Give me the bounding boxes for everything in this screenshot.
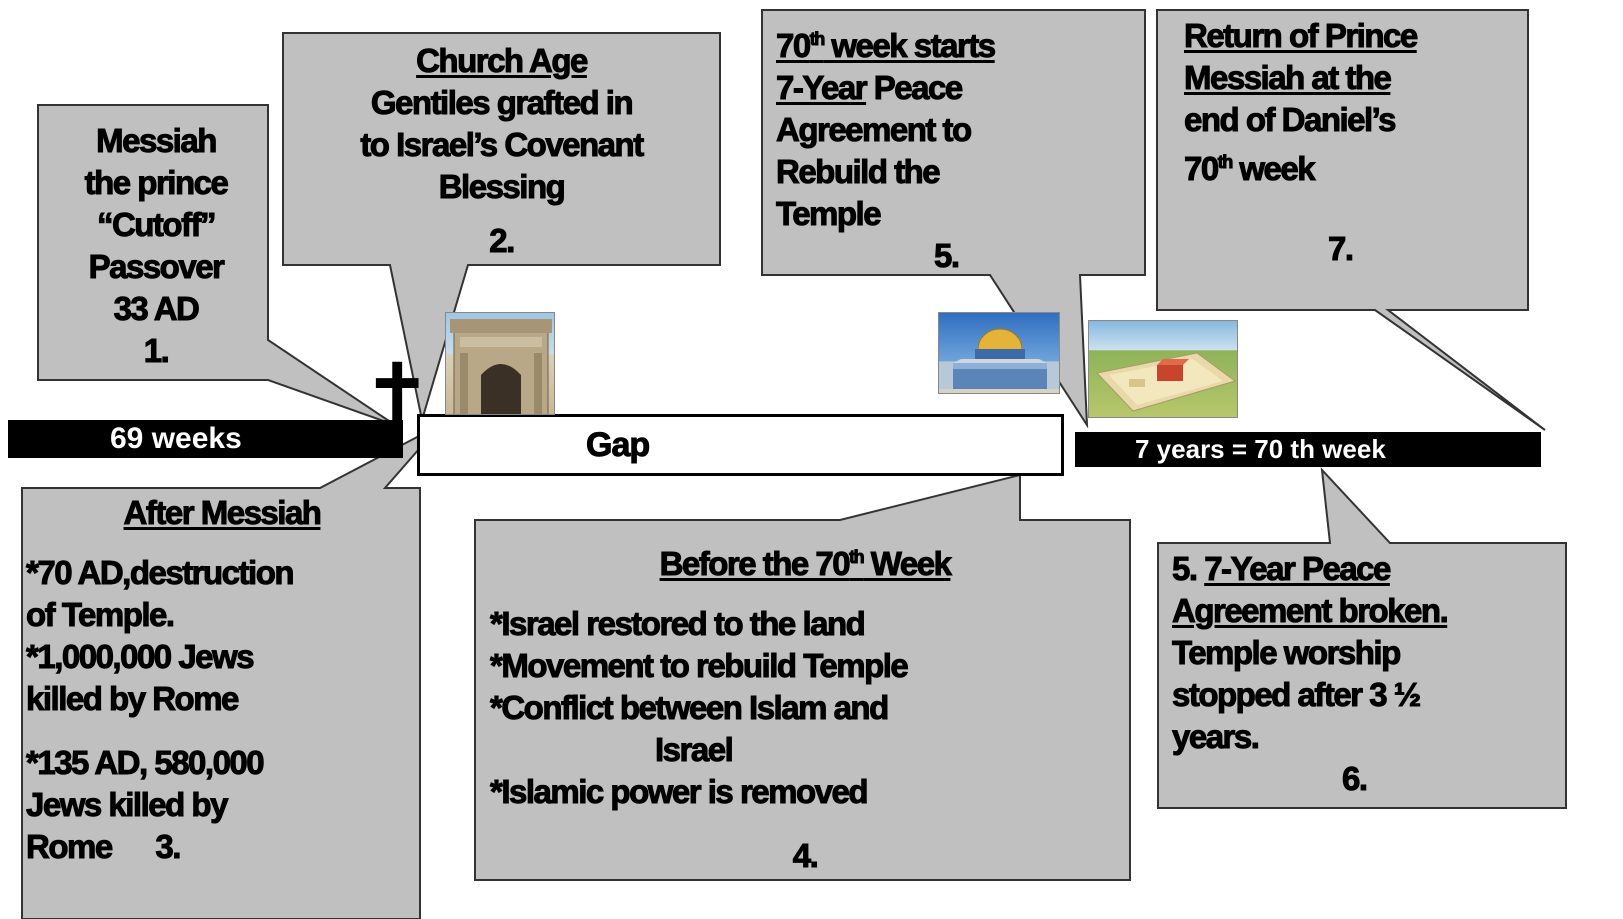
callout-1-line: the prince xyxy=(84,164,229,202)
callout-2-number: 2. xyxy=(489,222,516,260)
timeline-gap-box: Gap xyxy=(417,414,1064,476)
callout-1-number: 1. xyxy=(143,332,170,370)
callout-7-number: 7. xyxy=(1328,230,1355,268)
callout-6-shape xyxy=(1157,467,1567,809)
callout-5-title-text: 70 xyxy=(776,27,812,65)
callout-4-line: *Islamic power is removed xyxy=(490,773,870,811)
callout-3-last-line: Rome 3. xyxy=(26,826,418,868)
callout-2-title: Church Age xyxy=(416,42,589,80)
callout-6-line1: 5. 7-Year Peace xyxy=(1172,548,1562,590)
callout-3-line: killed by Rome xyxy=(26,680,240,718)
callout-1-line: 33 AD xyxy=(113,290,200,328)
temple-model-image xyxy=(1088,320,1238,418)
callout-5-title-sup: th xyxy=(809,29,826,50)
callout-4-title-sup: th xyxy=(849,547,866,568)
timeline-70th-week-bar: 7 years = 70 th week xyxy=(1075,432,1541,467)
callout-4-title: Before the 70th Week xyxy=(490,536,1120,585)
callout-6-line: stopped after 3 ½ xyxy=(1172,676,1422,714)
callout-4-line: *Movement to rebuild Temple xyxy=(490,647,910,685)
callout-1-text: Messiah the prince “Cutoff” Passover 33 … xyxy=(45,120,267,372)
callout-3-line: Jews killed by xyxy=(26,786,229,824)
callout-6-number: 6. xyxy=(1342,760,1369,798)
callout-7-underlined-line: Return of Prince xyxy=(1184,17,1419,55)
callout-1-line: Messiah xyxy=(96,122,218,160)
callout-4-line: *Israel restored to the land xyxy=(490,605,867,643)
callout-5-line: Temple xyxy=(776,195,883,233)
callout-7-shape xyxy=(1156,9,1546,431)
callout-2-line: Gentiles grafted in xyxy=(370,84,634,122)
callout-3-line: *135 AD, 580,000 xyxy=(26,744,266,782)
callout-7-text: Return of Prince Messiah at the end of D… xyxy=(1184,15,1524,270)
callout-3-line: *70 AD,destruction xyxy=(26,554,296,592)
callout-3-line: *1,000,000 Jews xyxy=(26,638,256,676)
callout-6-line: Temple worship xyxy=(1172,634,1402,672)
callout-6-text: 5. 7-Year Peace Agreement broken. Temple… xyxy=(1172,548,1562,800)
callout-6-underlined-line: Agreement broken. xyxy=(1172,592,1450,630)
callout-5-title-text: week starts xyxy=(823,27,997,65)
callout-2-line: Blessing xyxy=(438,168,566,206)
callout-1-line: Passover xyxy=(88,248,225,286)
callout-4-line: *Conflict between Islam and xyxy=(490,689,890,727)
callout-1-line: “Cutoff” xyxy=(96,206,217,244)
callout-3-line: of Temple. xyxy=(26,596,176,634)
dome-drawing xyxy=(939,328,1059,393)
timeline-70th-week-label: 7 years = 70 th week xyxy=(1135,434,1386,464)
callout-4-text: Before the 70th Week *Israel restored to… xyxy=(490,536,1120,877)
callout-5-line2-rest: Peace xyxy=(866,69,963,107)
callout-5-underlined-lead: 7-Year xyxy=(775,69,868,107)
callout-2-text: Church Age Gentiles grafted in to Israel… xyxy=(283,40,720,262)
callout-5-text: 70th week starts 7-Year Peace Agreement … xyxy=(775,18,1141,277)
callout-7-last-sup: th xyxy=(1217,152,1234,173)
callout-3-rome: Rome xyxy=(26,828,114,866)
callout-5-line: Rebuild the xyxy=(776,153,942,191)
temple-drawing xyxy=(1096,352,1237,412)
callout-4-number: 4. xyxy=(792,837,819,875)
callout-4-line: Israel xyxy=(655,731,735,769)
dome-of-the-rock-image xyxy=(938,312,1060,394)
callout-7-line: end of Daniel’s xyxy=(1184,101,1397,139)
callout-5-number: 5. xyxy=(934,237,961,275)
callout-6-line: years. xyxy=(1172,718,1261,756)
callout-7-last-text: 70 xyxy=(1184,150,1220,188)
callout-5-title: 70th week starts xyxy=(776,18,1141,67)
callout-3-number: 3. xyxy=(155,828,182,866)
callout-6-underlined-line: 7-Year Peace xyxy=(1204,550,1392,588)
callout-6-lead: 5. xyxy=(1172,550,1199,588)
arch-of-titus-image xyxy=(445,312,555,415)
callout-4-title-text: Before the 70 xyxy=(659,545,851,583)
callout-3-shape xyxy=(21,424,441,919)
callout-5-line2: 7-Year Peace xyxy=(775,67,1141,109)
callout-3-title: After Messiah xyxy=(123,494,322,532)
callout-3-text: After Messiah *70 AD,destruction of Temp… xyxy=(26,492,418,868)
callout-7-last-text: week xyxy=(1231,150,1316,188)
callout-4-shape xyxy=(474,473,1131,881)
timeline-69-weeks-label: 69 weeks xyxy=(110,422,242,455)
timeline-69-weeks-bar: 69 weeks xyxy=(8,420,403,458)
callout-7-line4: 70th week xyxy=(1184,141,1524,190)
timeline-gap-label: Gap xyxy=(585,425,650,464)
callout-4-title-text: Week xyxy=(863,545,952,583)
callout-2-line: to Israel’s Covenant xyxy=(360,126,645,164)
callout-7-underlined-line: Messiah at the xyxy=(1184,59,1393,97)
cross-icon: ✝ xyxy=(362,347,433,441)
arch-drawing xyxy=(450,319,552,414)
callout-5-line: Agreement to xyxy=(776,111,973,149)
